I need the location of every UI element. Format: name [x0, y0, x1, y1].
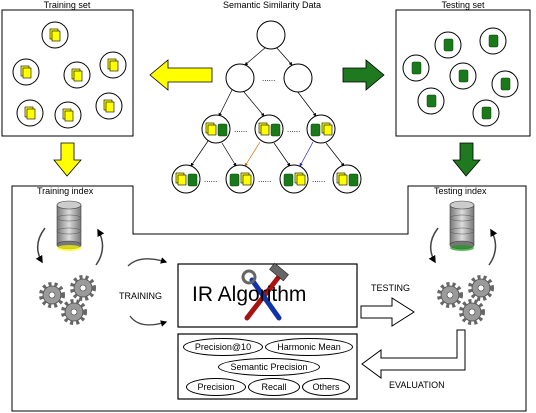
testing-doc-node: [402, 54, 430, 82]
tree-node: [283, 63, 313, 93]
training-doc-node: [95, 92, 123, 120]
metric-precision: Precision: [186, 378, 246, 396]
arrow-testing-down: [452, 142, 481, 177]
training-doc-node: [41, 21, 69, 49]
evaluation-label: EVALUATION: [389, 380, 445, 390]
svg-text:......: ......: [234, 125, 247, 134]
tree-leaf-node: [279, 164, 309, 194]
testing-set-panel: [395, 9, 531, 137]
testing-arrow: [360, 297, 415, 327]
svg-text:......: ......: [262, 74, 275, 83]
training-label: TRAINING: [119, 291, 163, 301]
pipeline-frame: [11, 185, 527, 412]
tree-leaf-node: [171, 164, 201, 194]
tree-ellipsis: ...... ...... ...... ...... ...... .....…: [204, 74, 325, 184]
testing-label: TESTING: [371, 283, 411, 293]
svg-text:......: ......: [258, 175, 271, 184]
svg-text:......: ......: [287, 125, 300, 134]
tree-node: [225, 63, 255, 93]
algorithm-title: IR Algorithm: [192, 283, 307, 306]
training-doc-node: [99, 51, 127, 79]
testing-index-title: Testing index: [434, 186, 487, 196]
metric-recall: Recall: [248, 378, 300, 396]
testing-doc-node: [472, 99, 500, 127]
testing-doc-node: [417, 87, 445, 115]
svg-text:......: ......: [204, 175, 217, 184]
training-set-title: Training set: [43, 0, 91, 10]
testing-doc-node: [479, 27, 507, 55]
hammer-wrench-icon: [241, 262, 289, 321]
training-gears-icon: [39, 275, 96, 325]
training-doc-node: [63, 61, 91, 89]
training-loop-arrows-icon: [127, 257, 168, 327]
tree-edges: [190, 46, 345, 167]
svg-text:......: ......: [312, 175, 325, 184]
arrow-to-training-set: [149, 59, 213, 91]
training-doc-node: [16, 99, 44, 127]
training-index-title: Training index: [37, 186, 94, 196]
tree-node: [201, 114, 231, 144]
tree-leaf-node: [332, 164, 362, 194]
arrow-to-testing-set: [342, 59, 385, 91]
testing-doc-node: [491, 70, 519, 98]
training-set-panel: [1, 9, 134, 137]
testing-set-title: Testing set: [441, 0, 485, 10]
metric-harmonic-mean: Harmonic Mean: [265, 338, 353, 356]
testing-gears-icon: [437, 275, 494, 325]
tree-node: [254, 114, 284, 144]
metric-semantic-precision: Semantic Precision: [218, 358, 320, 376]
training-doc-node: [12, 58, 40, 86]
arrow-training-down: [53, 142, 82, 177]
semantic-data-title: Semantic Similarity Data: [222, 0, 322, 10]
testing-doc-node: [449, 62, 477, 90]
training-cycle-arrows-icon: [35, 227, 105, 266]
testing-doc-node: [434, 31, 462, 59]
testing-database-icon: [449, 200, 475, 251]
training-database-icon: [56, 200, 82, 251]
tree-root-node: [256, 20, 286, 50]
evaluation-arrow: [361, 329, 466, 379]
tree-leaf-node: [225, 164, 255, 194]
metric-precision-at-10: Precision@10: [183, 338, 263, 356]
testing-cycle-arrows-icon: [428, 227, 498, 266]
training-doc-node: [54, 101, 82, 129]
metric-others: Others: [302, 378, 350, 396]
tree-node: [306, 114, 336, 144]
